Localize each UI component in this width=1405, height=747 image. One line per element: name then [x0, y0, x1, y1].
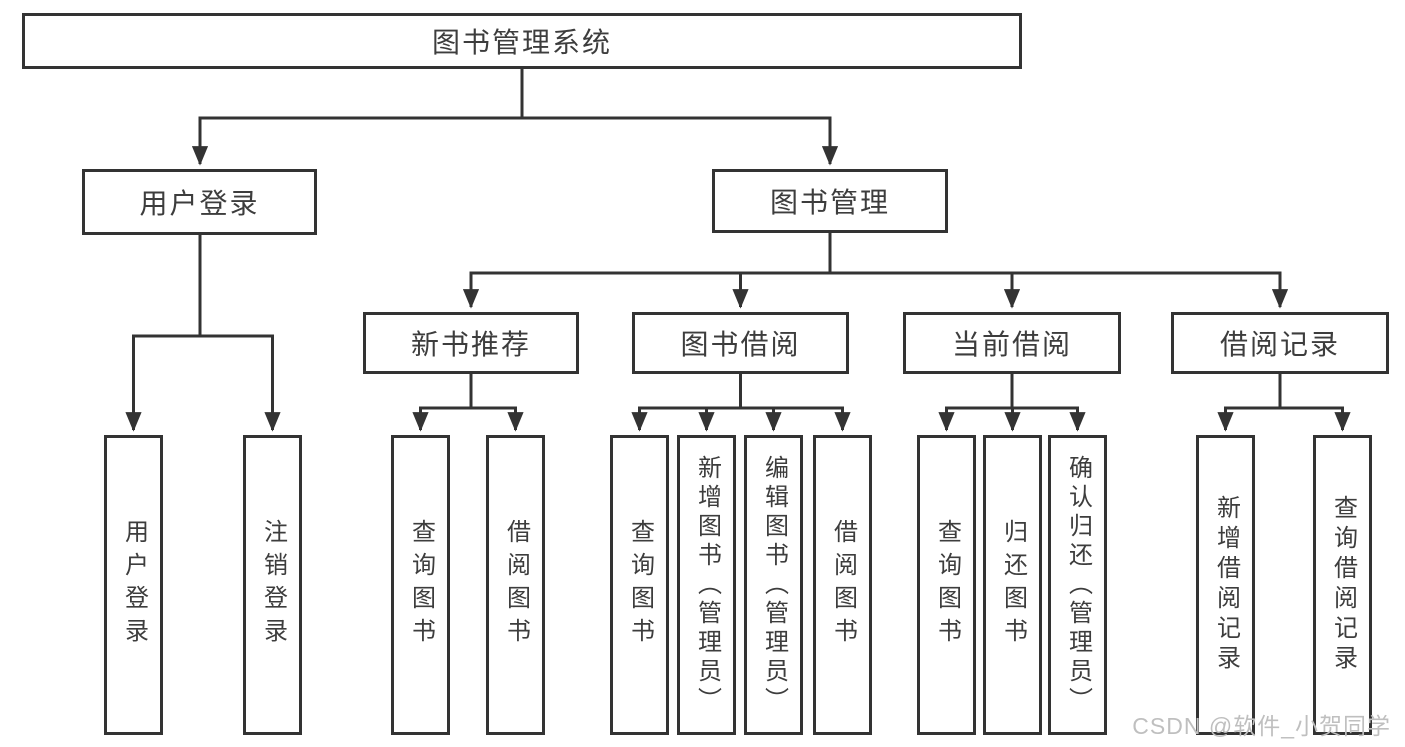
node-borrow-books-borrowing-label: 借阅图书 [829, 519, 857, 651]
node-logout: 注销登录 [243, 435, 302, 735]
node-book-borrowing: 图书借阅 [632, 312, 849, 374]
node-login-label: 用户登录 [120, 519, 148, 651]
node-login: 用户登录 [104, 435, 163, 735]
node-borrow-books-recommend-label: 借阅图书 [502, 519, 530, 651]
node-query-books-current-label: 查询图书 [933, 519, 961, 651]
node-query-books-recommend-label: 查询图书 [407, 519, 435, 651]
node-add-borrow-record: 新增借阅记录 [1196, 435, 1255, 735]
watermark: CSDN @软件_小贺同学 [1132, 713, 1391, 739]
node-new-book-recommendation: 新书推荐 [363, 312, 579, 374]
node-query-books-borrowing: 查询图书 [610, 435, 669, 735]
node-user-login: 用户登录 [82, 169, 317, 235]
node-borrowing-records: 借阅记录 [1171, 312, 1389, 374]
node-borrow-books-recommend: 借阅图书 [486, 435, 545, 735]
node-add-books-admin: 新增图书（管理员） [677, 435, 736, 735]
node-query-borrow-record: 查询借阅记录 [1313, 435, 1372, 735]
node-confirm-return-admin: 确认归还（管理员） [1048, 435, 1107, 735]
node-query-books-current: 查询图书 [917, 435, 976, 735]
node-add-books-admin-label: 新增图书（管理员） [693, 454, 721, 716]
node-return-books: 归还图书 [983, 435, 1042, 735]
node-query-books-recommend: 查询图书 [391, 435, 450, 735]
node-book-management: 图书管理 [712, 169, 948, 233]
node-confirm-return-admin-label: 确认归还（管理员） [1064, 454, 1092, 716]
node-borrow-books-borrowing: 借阅图书 [813, 435, 872, 735]
node-book-management-system: 图书管理系统 [22, 13, 1022, 69]
node-current-borrowing: 当前借阅 [903, 312, 1121, 374]
node-add-borrow-record-label: 新增借阅记录 [1212, 495, 1240, 675]
node-query-borrow-record-label: 查询借阅记录 [1329, 495, 1357, 675]
node-edit-books-admin: 编辑图书（管理员） [744, 435, 803, 735]
node-logout-label: 注销登录 [259, 519, 287, 651]
node-return-books-label: 归还图书 [999, 519, 1027, 651]
node-query-books-borrowing-label: 查询图书 [626, 519, 654, 651]
node-edit-books-admin-label: 编辑图书（管理员） [760, 454, 788, 716]
